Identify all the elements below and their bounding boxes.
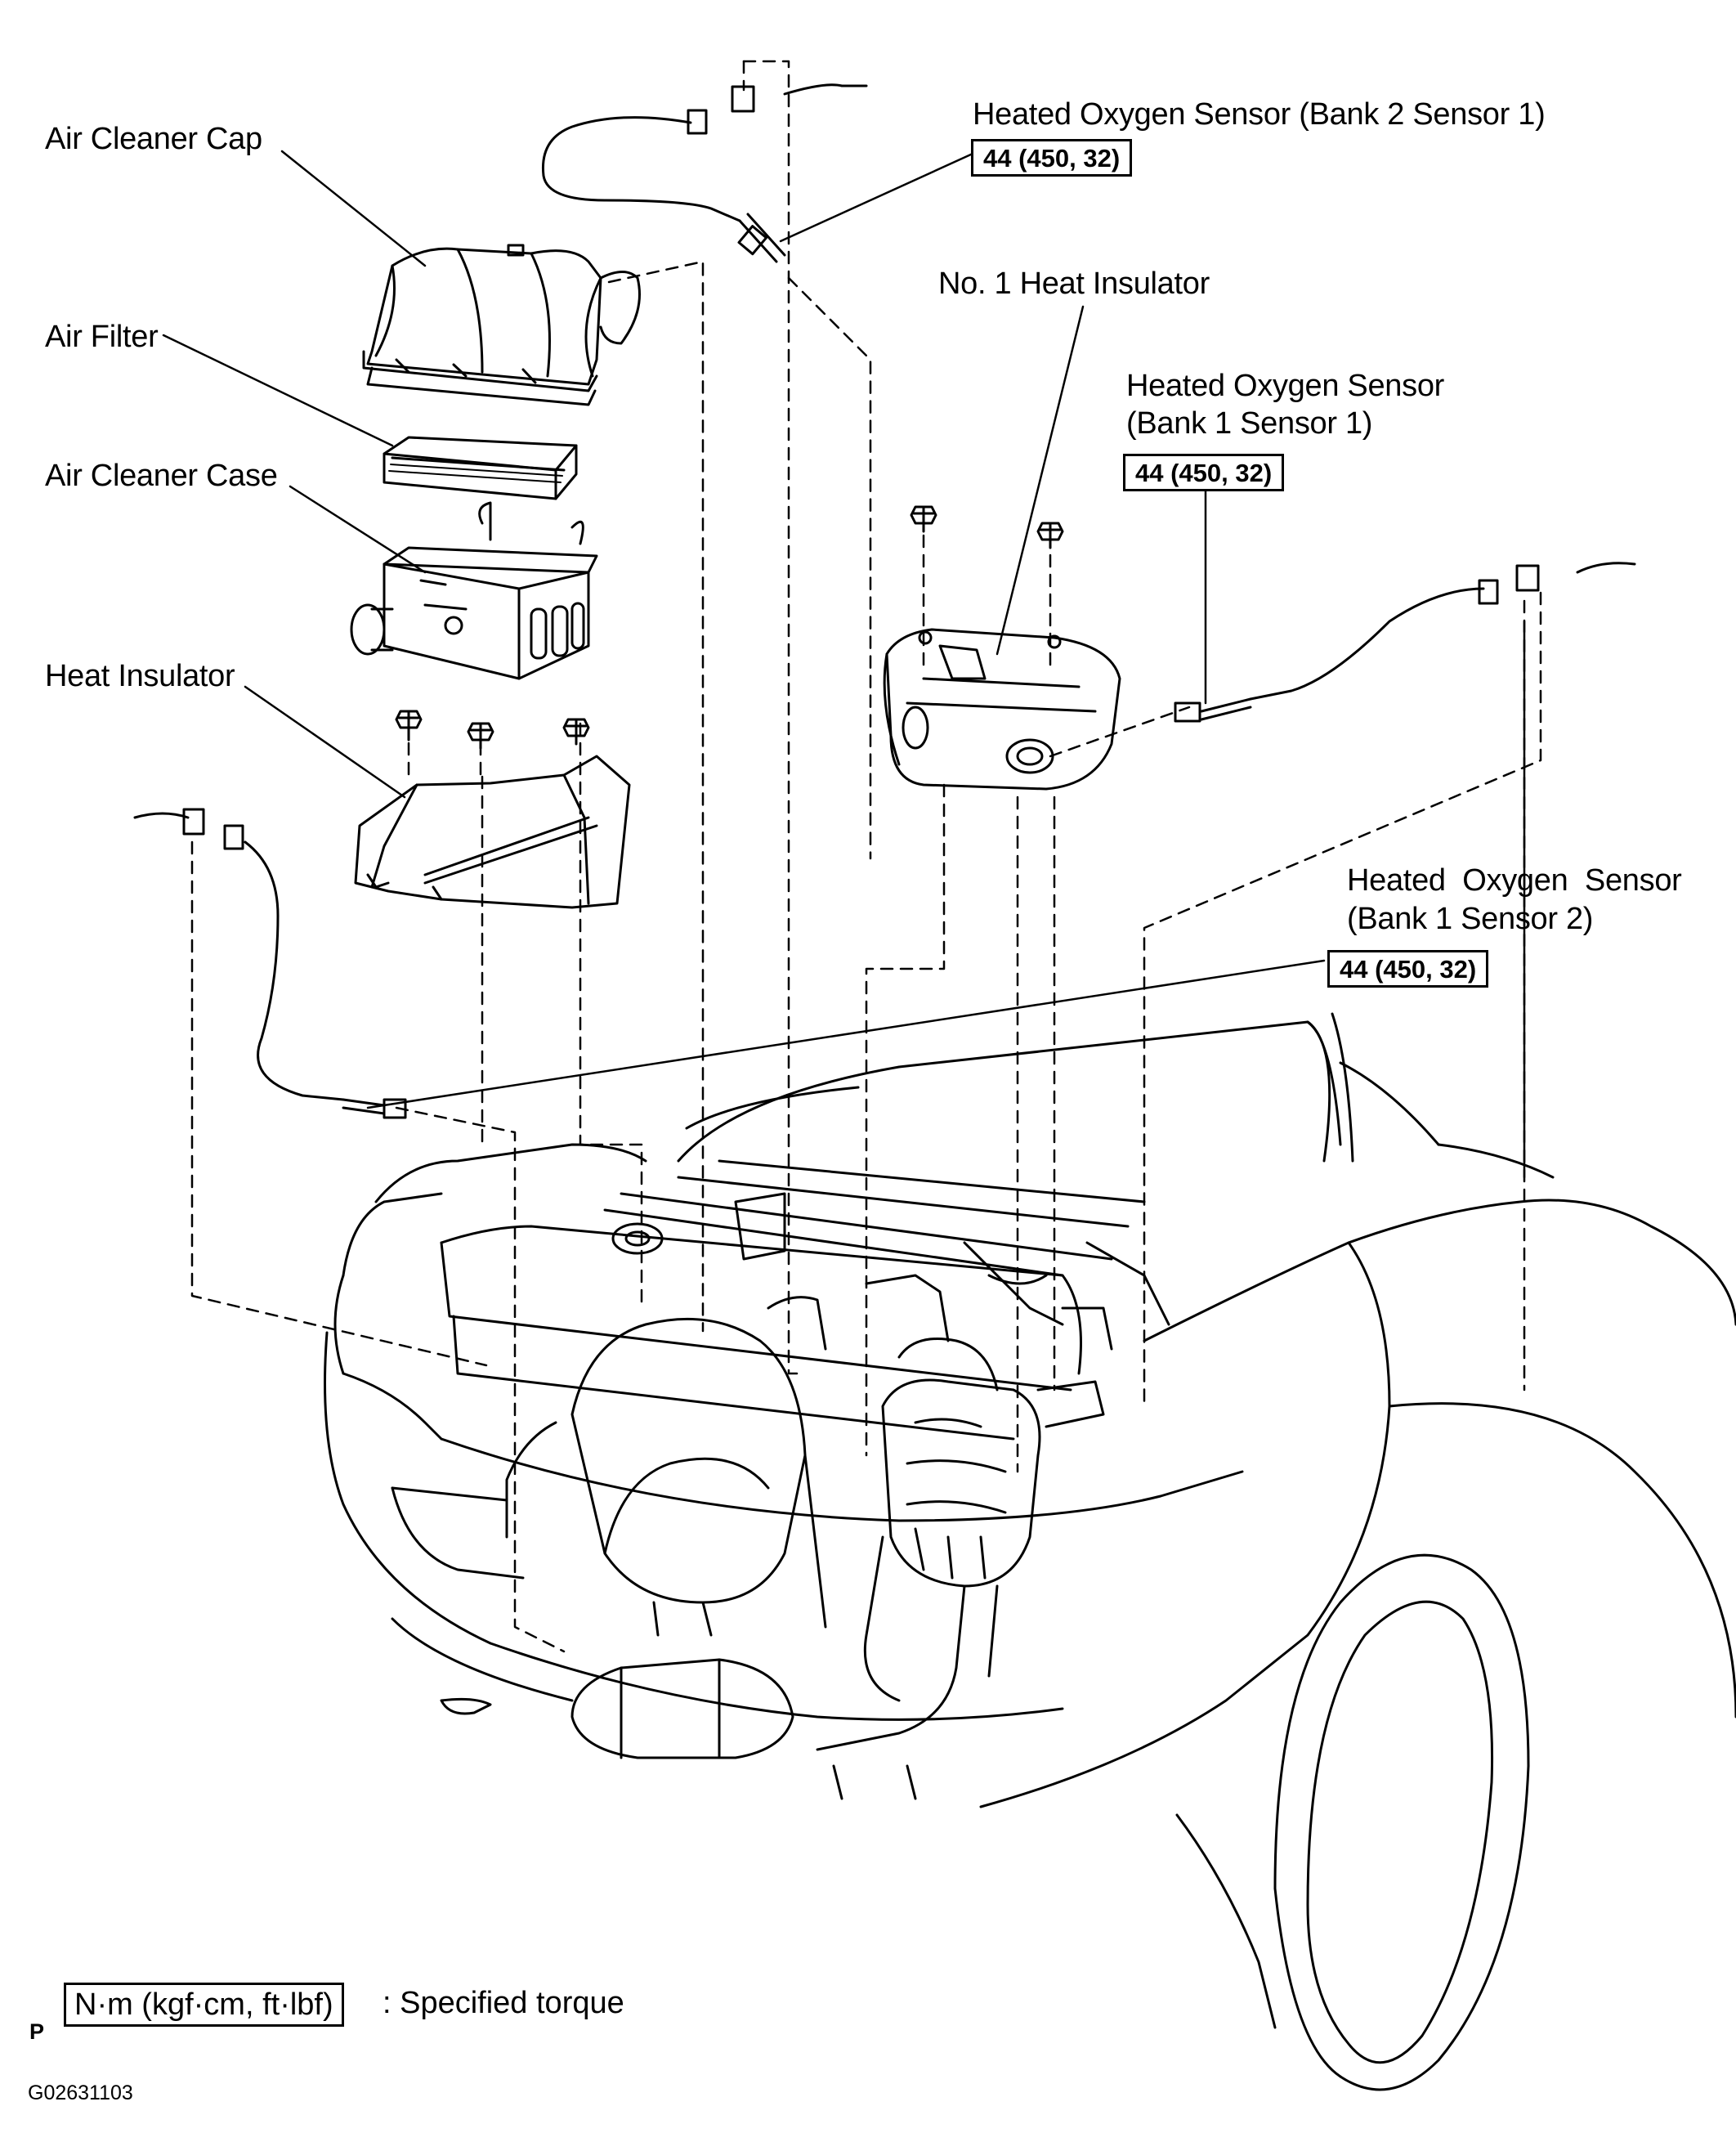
label-no1-heat-insulator: No. 1 Heat Insulator (938, 267, 1210, 301)
torque-unit-legend-text: : Specified torque (383, 1986, 624, 2020)
torque-box-b1s1: 44 (450, 32) (1123, 454, 1285, 491)
heat-insulator-drawing (354, 710, 631, 909)
sensor-b1s1-drawing (1174, 562, 1636, 723)
footer-letter: P (29, 2019, 45, 2044)
label-sensor-b1s1-line1: Heated Oxygen Sensor (1126, 369, 1445, 403)
no1-heat-insulator-drawing (883, 505, 1121, 791)
vehicle-body-drawing (324, 1012, 1736, 2091)
label-air-filter: Air Filter (45, 320, 159, 354)
sensor-b2s1-drawing (541, 83, 868, 263)
torque-unit-legend-box: N·m (kgf·cm, ft·lbf) (64, 1983, 344, 2027)
sensor-b1s2-drawing (133, 808, 407, 1119)
air-cleaner-case-drawing (350, 501, 598, 680)
label-sensor-b1s1-line2: (Bank 1 Sensor 1) (1126, 406, 1373, 441)
label-air-cleaner-case: Air Cleaner Case (45, 459, 278, 493)
leader-lines (162, 150, 1326, 1109)
air-filter-drawing (383, 436, 578, 500)
torque-box-b2s1: 44 (450, 32) (971, 139, 1133, 177)
label-heat-insulator: Heat Insulator (45, 659, 235, 693)
air-cleaner-cap-drawing (362, 244, 641, 406)
torque-box-b1s2: 44 (450, 32) (1327, 950, 1489, 988)
label-sensor-b2s1: Heated Oxygen Sensor (Bank 2 Sensor 1) (973, 97, 1546, 132)
label-air-cleaner-cap: Air Cleaner Cap (45, 122, 262, 156)
label-sensor-b1s2-line1: Heated Oxygen Sensor (1347, 863, 1682, 898)
label-sensor-b1s2-line2: (Bank 1 Sensor 2) (1347, 902, 1594, 936)
figure-code: G02631103 (28, 2082, 133, 2104)
